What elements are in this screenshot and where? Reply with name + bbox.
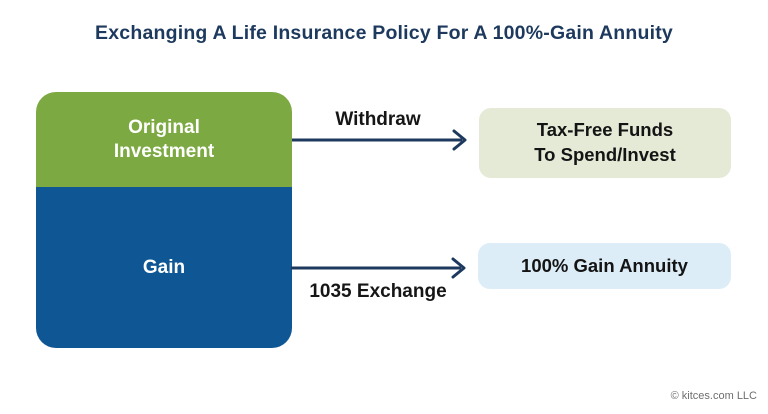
gain-annuity-box: 100% Gain Annuity: [478, 243, 731, 289]
gain-segment: Gain: [36, 187, 292, 348]
page-title: Exchanging A Life Insurance Policy For A…: [95, 22, 673, 44]
exchange-arrow-icon: [291, 257, 466, 279]
tax-free-funds-box: Tax-Free Funds To Spend/Invest: [479, 108, 731, 178]
exchange-arrow-label: 1035 Exchange: [309, 281, 447, 302]
original-investment-segment: Original Investment: [36, 92, 292, 187]
copyright-notice: © kitces.com LLC: [670, 390, 757, 402]
withdraw-arrow-label: Withdraw: [335, 109, 421, 130]
withdraw-arrow-icon: [292, 129, 467, 151]
investment-stack: Original Investment Gain: [36, 92, 292, 348]
